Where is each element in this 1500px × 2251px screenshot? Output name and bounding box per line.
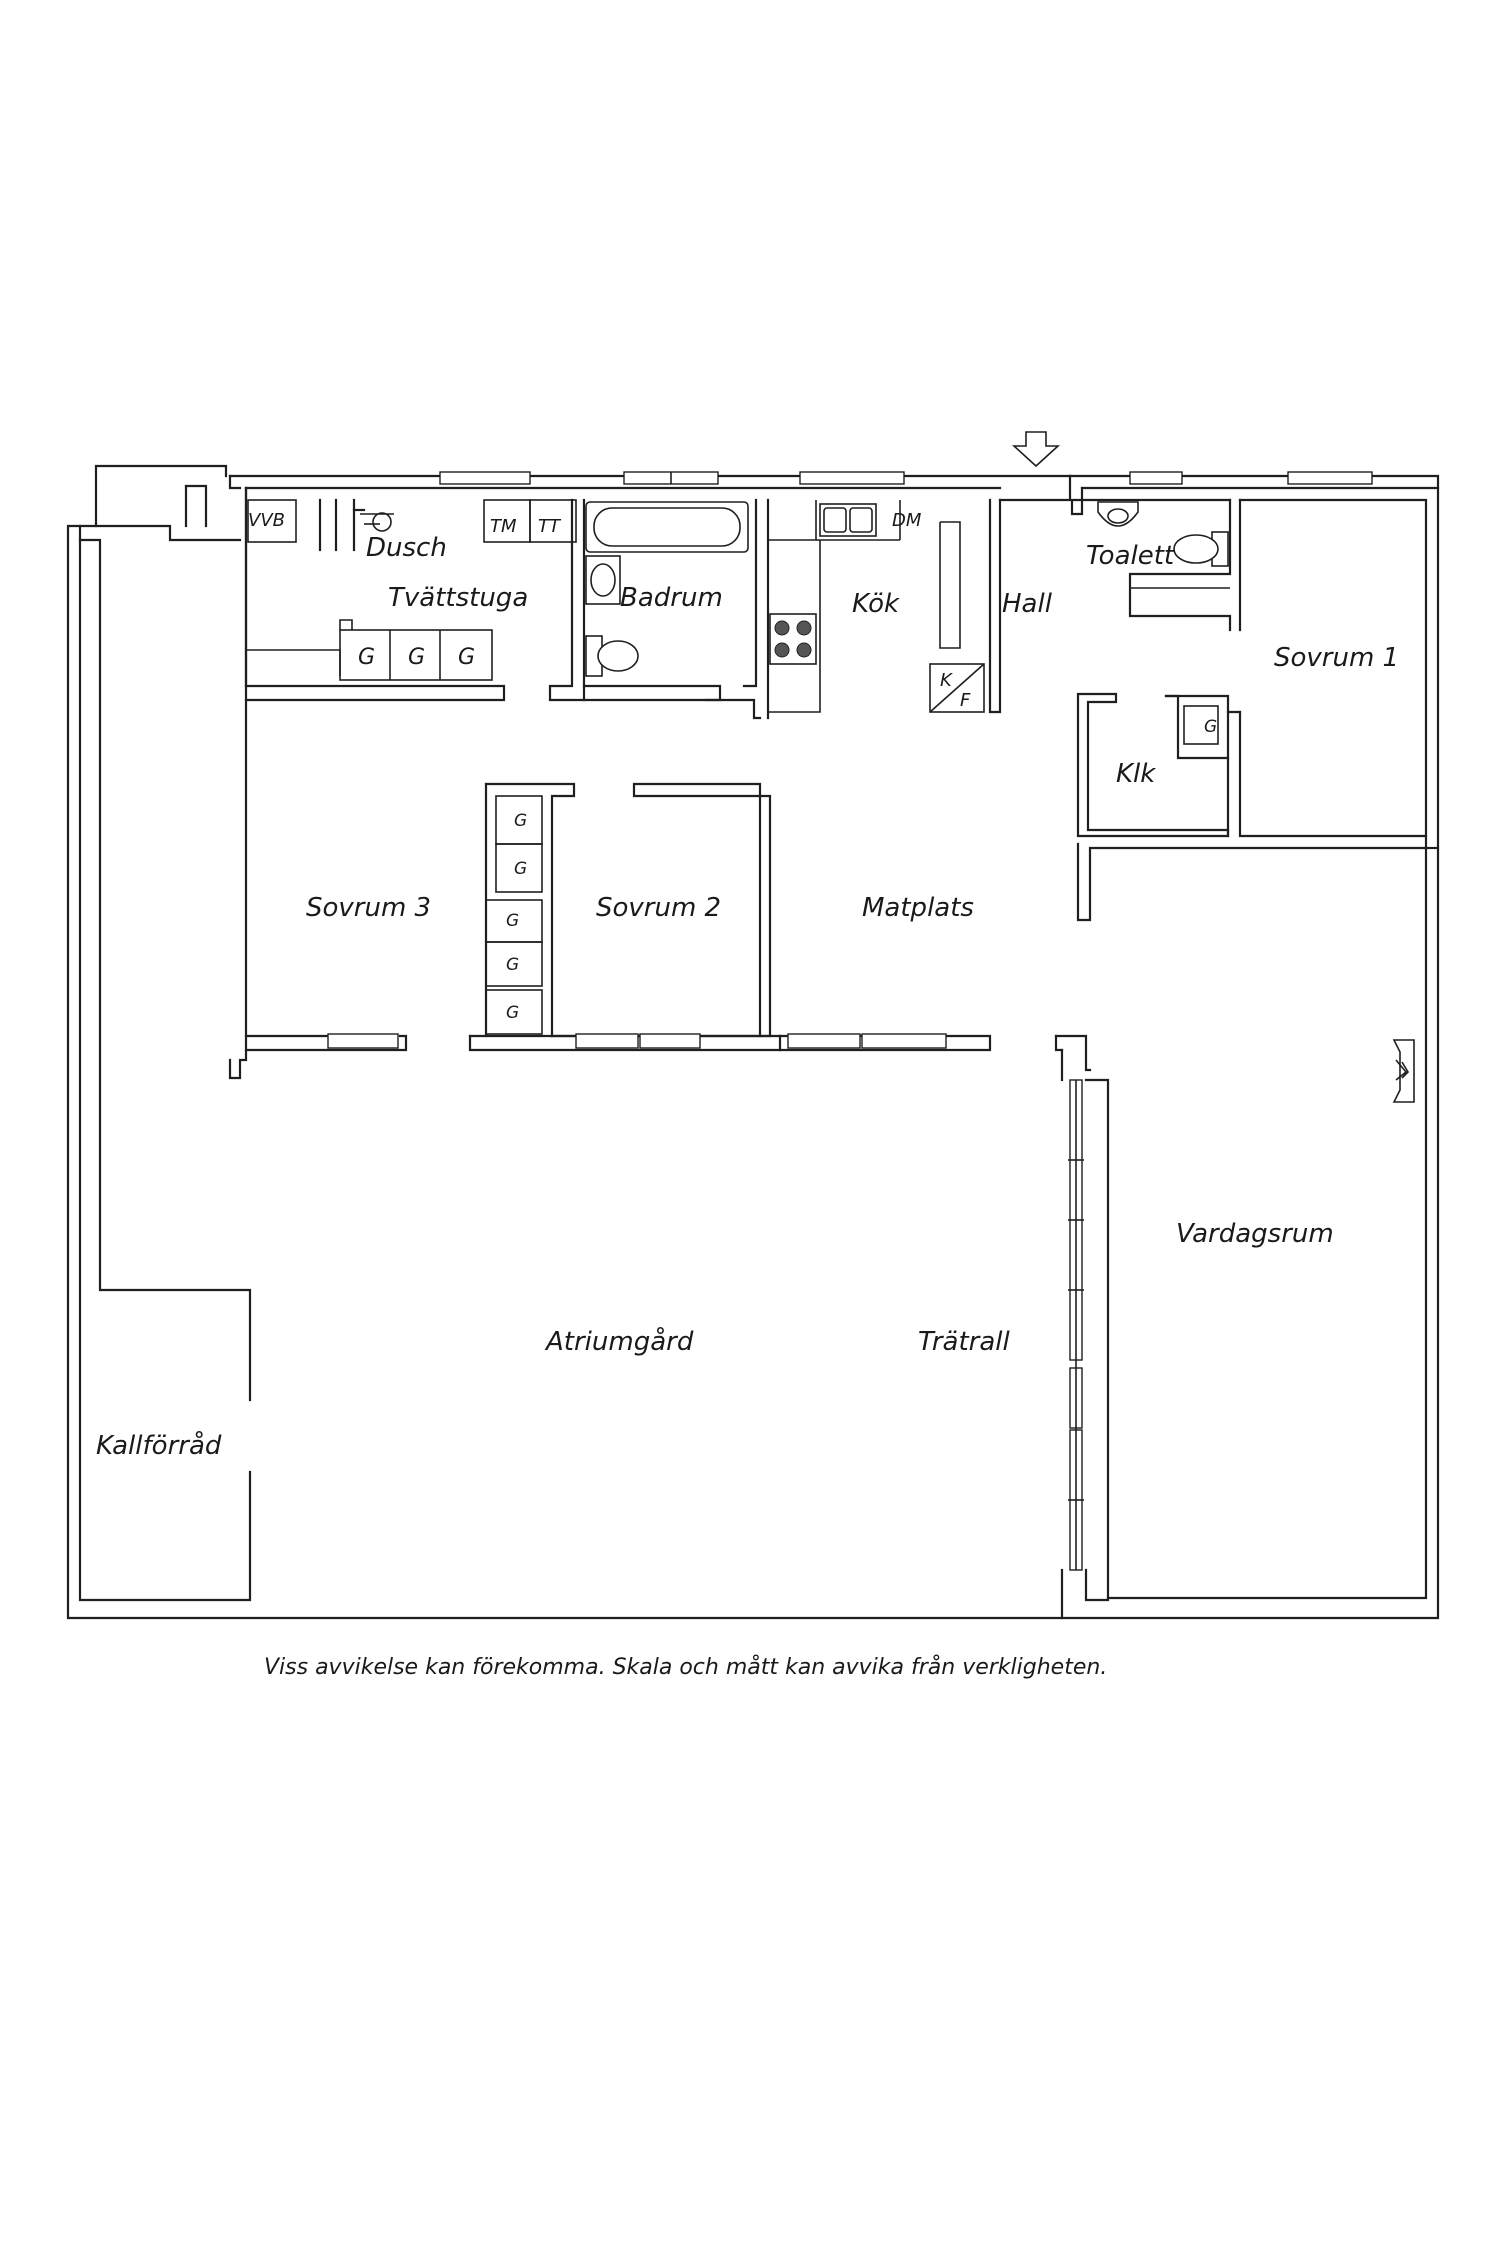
label-toalett: Toalett bbox=[1086, 541, 1175, 571]
label-vardagsrum: Vardagsrum bbox=[1176, 1219, 1334, 1249]
label-sovrum2: Sovrum 2 bbox=[596, 893, 721, 923]
east-wing-walls bbox=[1070, 486, 1440, 1600]
label-sovrum3: Sovrum 3 bbox=[306, 893, 431, 923]
windows bbox=[327, 471, 1373, 1049]
north-wing-walls bbox=[244, 486, 1002, 720]
window bbox=[575, 1033, 639, 1049]
window bbox=[1287, 471, 1373, 485]
wardrobe-label: G bbox=[514, 859, 527, 879]
wardrobe-label: G bbox=[1204, 717, 1217, 737]
window bbox=[787, 1033, 861, 1049]
label-tratrall: Trätrall bbox=[918, 1327, 1011, 1357]
room-labels: VVB Dusch TM TT Tvättstuga Badrum Kök DM… bbox=[96, 510, 1399, 1461]
wardrobe-label: G bbox=[506, 911, 519, 931]
wardrobe-labels: G G G G G G G G G bbox=[358, 645, 1217, 1023]
label-dusch: Dusch bbox=[366, 533, 447, 563]
wardrobe-label: G bbox=[506, 955, 519, 975]
label-vvb: VVB bbox=[248, 510, 285, 531]
fireplace-icon bbox=[1392, 1039, 1415, 1103]
window bbox=[439, 471, 531, 485]
label-tm: TM bbox=[490, 516, 517, 537]
label-badrum: Badrum bbox=[620, 583, 723, 613]
window bbox=[1129, 471, 1183, 485]
entrance-arrow-icon bbox=[1011, 431, 1061, 468]
window bbox=[639, 1033, 701, 1049]
window bbox=[861, 1033, 947, 1049]
label-k: K bbox=[940, 670, 953, 691]
shower-head-icon bbox=[372, 512, 392, 532]
label-klk: Klk bbox=[1116, 759, 1156, 789]
window bbox=[799, 471, 905, 485]
vvb-cabinet bbox=[247, 499, 297, 543]
tt-box bbox=[529, 499, 577, 543]
label-kok: Kök bbox=[852, 589, 900, 619]
window bbox=[327, 1033, 399, 1049]
label-kallforrad: Kallförråd bbox=[96, 1430, 222, 1461]
wardrobe-label: G bbox=[358, 645, 375, 670]
wardrobe-label: G bbox=[514, 811, 527, 831]
stove-icon bbox=[769, 613, 817, 665]
disclaimer-text: Viss avvikelse kan förekomma. Skala och … bbox=[264, 1654, 1107, 1680]
label-f: F bbox=[960, 690, 971, 711]
living-walls bbox=[1054, 1034, 1110, 1620]
wardrobe-label: G bbox=[408, 645, 425, 670]
wardrobe-label: G bbox=[458, 645, 475, 670]
label-dm: DM bbox=[892, 510, 922, 531]
label-matplats: Matplats bbox=[862, 893, 974, 923]
label-atriumgard: Atriumgård bbox=[544, 1326, 694, 1357]
label-tvattstuga: Tvättstuga bbox=[388, 583, 528, 613]
fixtures bbox=[360, 431, 1415, 1103]
label-sovrum1: Sovrum 1 bbox=[1274, 643, 1399, 673]
wardrobe-label: G bbox=[506, 1003, 519, 1023]
outer-walls bbox=[66, 464, 1440, 1620]
label-tt: TT bbox=[538, 516, 562, 537]
label-hall: Hall bbox=[1002, 589, 1053, 619]
